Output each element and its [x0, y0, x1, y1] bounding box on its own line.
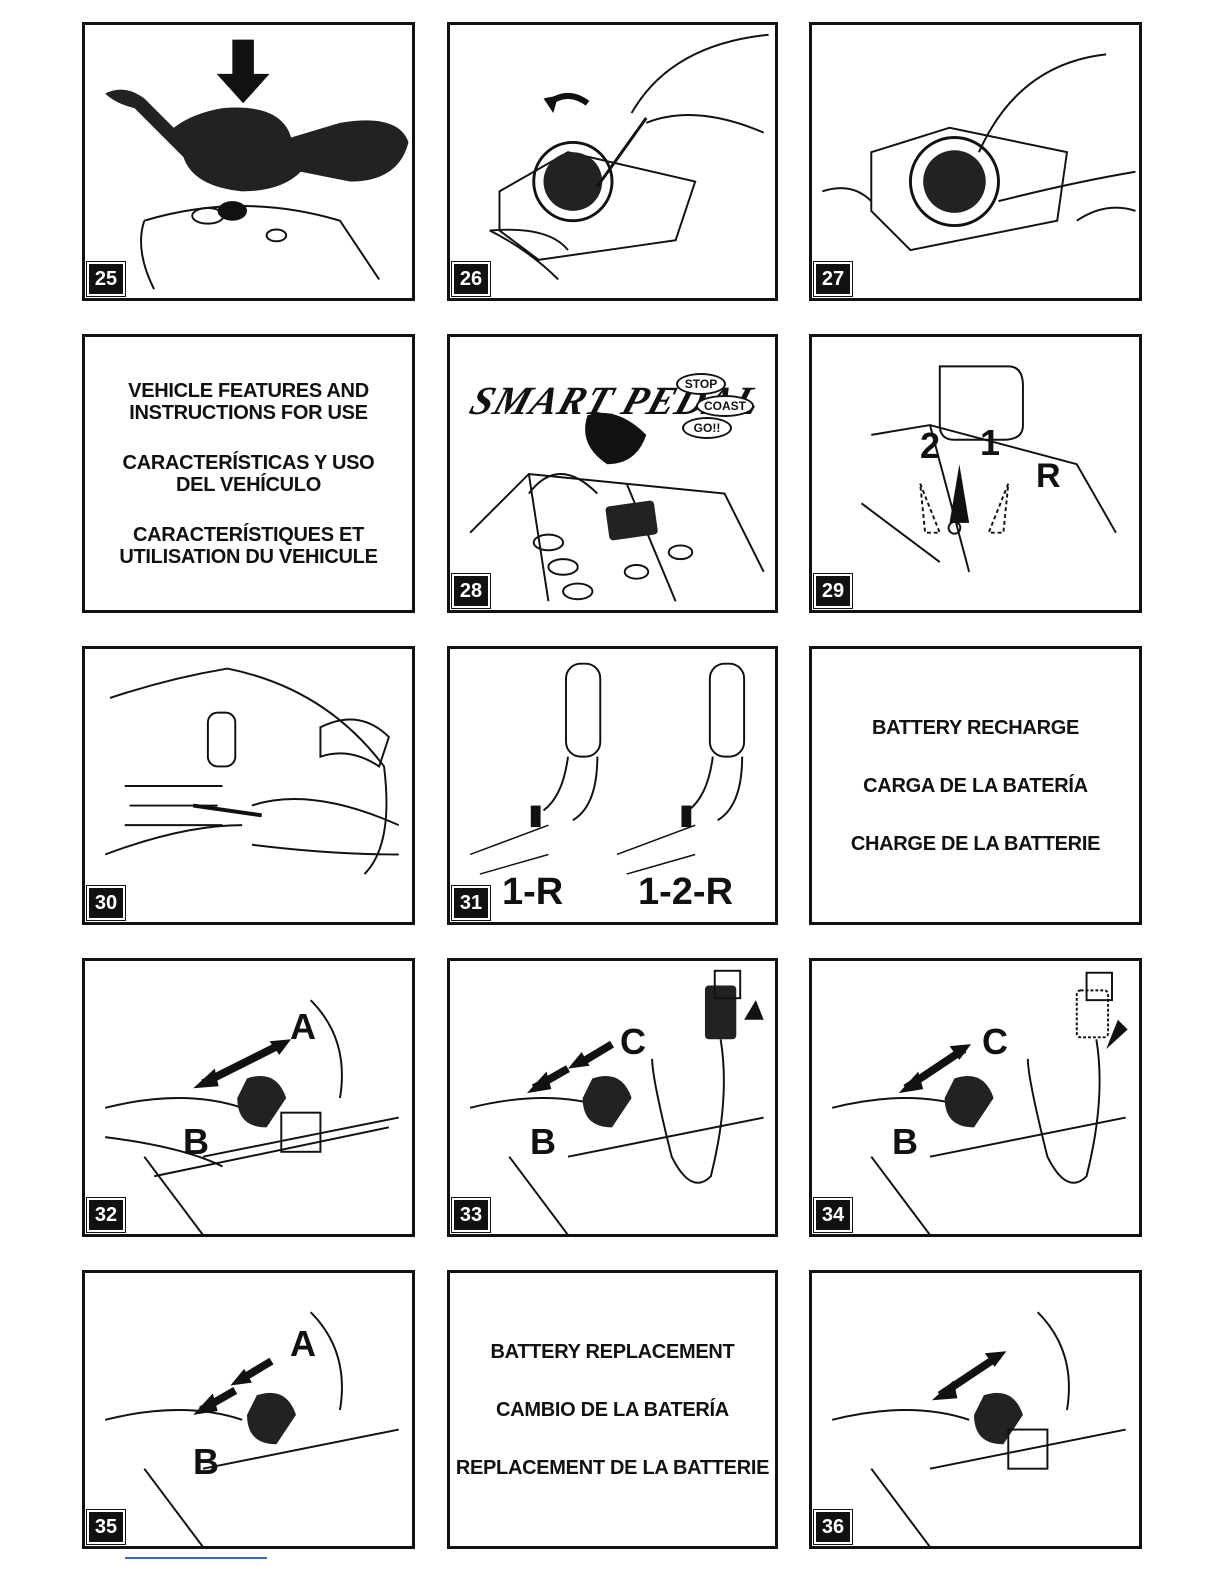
panel-recharge-text: BATTERY RECHARGE CARGA DE LA BATERÍA CHA… — [809, 646, 1142, 925]
callout-c: C — [620, 1021, 646, 1062]
replacement-heading-fr: REPLACEMENT DE LA BATTERIE — [455, 1456, 770, 1479]
panel-number: 30 — [86, 885, 126, 921]
panel-number: 35 — [86, 1509, 126, 1545]
callout-b: B — [193, 1441, 219, 1482]
panel-32: A B 32 — [82, 958, 415, 1237]
panel-35: A B 35 — [82, 1270, 415, 1549]
illustration-insert-cap — [822, 53, 1136, 252]
gear-label-2: 2 — [920, 425, 941, 466]
panel-26: 26 — [447, 22, 778, 301]
callout-b: B — [892, 1121, 918, 1162]
smart-pedal-stop: STOP — [676, 373, 726, 395]
panel-number: 27 — [813, 261, 853, 297]
features-heading-en: VEHICLE FEATURES AND INSTRUCTIONS FOR US… — [128, 379, 369, 424]
features-heading-fr: CARACTERÍSTIQUES ET UTILISATION DU VEHIC… — [119, 523, 378, 568]
illustration-connect-charger — [469, 969, 764, 1234]
illustration-disconnect-charger — [831, 971, 1128, 1234]
illustration-gear-shift — [860, 365, 1117, 573]
illustration-shift-positions — [469, 662, 746, 875]
illustration-steering-wheel-install — [105, 39, 409, 290]
panel-number: 32 — [86, 1197, 126, 1233]
bottom-rule — [125, 1557, 267, 1559]
panel-number: 26 — [451, 261, 491, 297]
gear-label-r: R — [1036, 457, 1061, 495]
panel-27: 27 — [809, 22, 1142, 301]
panel-replacement-text: BATTERY REPLACEMENT CAMBIO DE LA BATERÍA… — [447, 1270, 778, 1549]
panel-number: 33 — [451, 1197, 491, 1233]
panel-number: 31 — [451, 885, 491, 921]
panel-30: 30 — [82, 646, 415, 925]
illustration-smart-pedal — [469, 412, 765, 602]
shift-label-1-2-r: 1-2-R — [638, 871, 734, 913]
panel-number: 36 — [813, 1509, 853, 1545]
callout-b: B — [530, 1121, 556, 1162]
panel-28: SMART PEDAL STOP COAST GO!! 28 — [447, 334, 778, 613]
panel-number: 28 — [451, 573, 491, 609]
callout-b: B — [183, 1121, 209, 1162]
replacement-heading-es: CAMBIO DE LA BATERÍA — [496, 1398, 729, 1421]
smart-pedal-go: GO!! — [682, 417, 732, 439]
panel-31: 1-R 1-2-R 31 — [447, 646, 778, 925]
recharge-heading-fr: CHARGE DE LA BATTERIE — [850, 832, 1101, 855]
illustration-shift-screw — [104, 667, 400, 875]
illustration-remove-battery — [831, 1311, 1126, 1546]
illustration-connect-battery — [104, 1311, 399, 1546]
callout-a: A — [290, 1006, 316, 1047]
illustration-remove-cap — [489, 33, 769, 281]
smart-pedal-coast: COAST — [696, 395, 754, 417]
illustration-disconnect-battery — [104, 999, 399, 1234]
replacement-heading-en: BATTERY REPLACEMENT — [490, 1340, 735, 1363]
panel-number: 34 — [813, 1197, 853, 1233]
panel-25: 25 — [82, 22, 415, 301]
panel-33: C B 33 — [447, 958, 778, 1237]
callout-a: A — [290, 1323, 316, 1364]
panel-34: C B 34 — [809, 958, 1142, 1237]
panel-36: 36 — [809, 1270, 1142, 1549]
panel-number: 29 — [813, 573, 853, 609]
panel-29: 2 1 R 29 — [809, 334, 1142, 613]
panel-features-text: VEHICLE FEATURES AND INSTRUCTIONS FOR US… — [82, 334, 415, 613]
callout-c: C — [982, 1021, 1008, 1062]
features-heading-es: CARACTERÍSTICAS Y USO DEL VEHÍCULO — [122, 451, 375, 496]
panel-number: 25 — [86, 261, 126, 297]
recharge-heading-en: BATTERY RECHARGE — [871, 716, 1080, 739]
gear-label-1: 1 — [980, 422, 1001, 463]
recharge-heading-es: CARGA DE LA BATERÍA — [863, 774, 1088, 797]
shift-label-1-r: 1-R — [502, 871, 564, 913]
